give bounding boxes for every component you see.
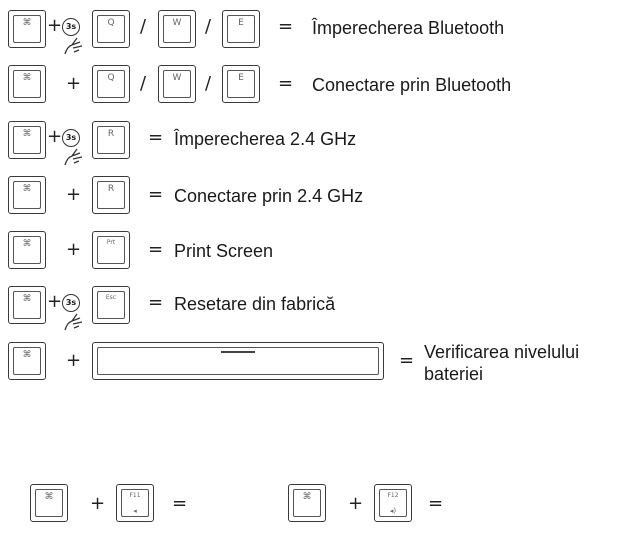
w-key: W [158, 10, 196, 48]
equals-sign: = [148, 127, 164, 148]
plus-sign: + [66, 73, 82, 94]
fn-key: ⌘ [8, 10, 46, 48]
row-label-line1: Verificarea nivelului [424, 342, 580, 362]
fn-key: ⌘ [288, 484, 326, 522]
fn-key: ⌘ [8, 342, 46, 380]
equals-sign: = [278, 73, 294, 94]
space-bar-mark [221, 351, 255, 353]
f11-key-label: F11 [129, 492, 141, 499]
volume-down-icon: ◂ [133, 507, 137, 515]
w-key: W [158, 65, 196, 103]
row-bluetooth-pairing: ⌘ + 3s Q / W / E = Împerecherea Bluetoot… [0, 8, 626, 55]
plus-sign: + [47, 126, 63, 147]
row-label: Împerecherea Bluetooth [312, 18, 505, 38]
row-label-line2: bateriei [424, 364, 484, 384]
plus-sign: + [47, 15, 63, 36]
r-key-label: R [107, 129, 115, 139]
fn-key-icon: ⌘ [22, 184, 32, 194]
equals-sign: = [278, 16, 294, 37]
row-volume-keys: ⌘ + F11 ◂ = ⌘ + F12 ◂) = [0, 480, 626, 530]
r-key-label: R [107, 184, 115, 194]
e-key-label: E [238, 73, 244, 83]
hand-press-icon [64, 148, 83, 166]
row-label: Conectare prin 2.4 GHz [174, 186, 364, 206]
hold-3s-timer-icon: 3s [62, 129, 80, 147]
q-key: Q [92, 10, 130, 48]
row-print-screen: ⌘ + Prt = Print Screen [0, 229, 626, 269]
esc-key-label: Esc [105, 294, 117, 301]
row-label: Print Screen [174, 241, 274, 261]
hold-3s-timer-icon: 3s [62, 18, 80, 36]
hold-3s-timer-icon: 3s [62, 294, 80, 312]
w-key-label: W [172, 18, 182, 28]
row-label: Resetare din fabrică [174, 294, 336, 314]
fn-key-icon: ⌘ [22, 350, 32, 360]
plus-sign: + [90, 493, 106, 514]
f12-key-label: F12 [387, 492, 399, 499]
prtsc-key: Prt [92, 231, 130, 269]
row-label: Conectare prin Bluetooth [312, 75, 512, 95]
w-key-label: W [172, 73, 182, 83]
q-key: Q [92, 65, 130, 103]
slash-sign: / [205, 73, 212, 94]
fn-key: ⌘ [30, 484, 68, 522]
r-key: R [92, 121, 130, 159]
fn-key: ⌘ [8, 231, 46, 269]
space-key [92, 342, 384, 380]
fn-key: ⌘ [8, 65, 46, 103]
e-key: E [222, 65, 260, 103]
fn-key-icon: ⌘ [302, 492, 312, 502]
q-key-label: Q [107, 18, 115, 28]
f12-key: F12 ◂) [374, 484, 412, 522]
e-key-label: E [238, 18, 244, 28]
row-battery-check: ⌘ + = Verificarea nivelului bateriei [0, 340, 626, 400]
fn-key: ⌘ [8, 286, 46, 324]
fn-key-icon: ⌘ [22, 129, 32, 139]
volume-up-icon: ◂) [389, 507, 397, 515]
fn-key-icon: ⌘ [22, 18, 32, 28]
fn-key-icon: ⌘ [22, 239, 32, 249]
row-bluetooth-connect: ⌘ + Q / W / E = Conectare prin Bluetooth [0, 63, 626, 103]
equals-sign: = [148, 239, 164, 260]
slash-sign: / [140, 16, 147, 37]
equals-sign: = [172, 493, 188, 514]
r-key: R [92, 176, 130, 214]
plus-sign: + [66, 239, 82, 260]
equals-sign: = [428, 493, 444, 514]
fn-key-icon: ⌘ [22, 73, 32, 83]
plus-sign: + [66, 184, 82, 205]
prtsc-key-label: Prt [106, 239, 116, 246]
fn-key: ⌘ [8, 121, 46, 159]
esc-key: Esc [92, 286, 130, 324]
hand-press-icon [64, 37, 83, 55]
slash-sign: / [205, 16, 212, 37]
hand-press-icon [64, 313, 83, 331]
f11-key: F11 ◂ [116, 484, 154, 522]
fn-key-icon: ⌘ [44, 492, 54, 502]
equals-sign: = [148, 184, 164, 205]
row-24ghz-connect: ⌘ + R = Conectare prin 2.4 GHz [0, 174, 626, 214]
fn-key-icon: ⌘ [22, 294, 32, 304]
row-24ghz-pairing: ⌘ + 3s R = Împerecherea 2.4 GHz [0, 119, 626, 166]
equals-sign: = [148, 292, 164, 313]
e-key: E [222, 10, 260, 48]
q-key-label: Q [107, 73, 115, 83]
fn-key: ⌘ [8, 176, 46, 214]
equals-sign: = [399, 350, 415, 371]
plus-sign: + [348, 493, 364, 514]
plus-sign: + [47, 291, 63, 312]
row-label: Împerecherea 2.4 GHz [174, 129, 357, 149]
row-factory-reset: ⌘ + 3s Esc = Resetare din fabrică [0, 284, 626, 331]
plus-sign: + [66, 350, 82, 371]
slash-sign: / [140, 73, 147, 94]
